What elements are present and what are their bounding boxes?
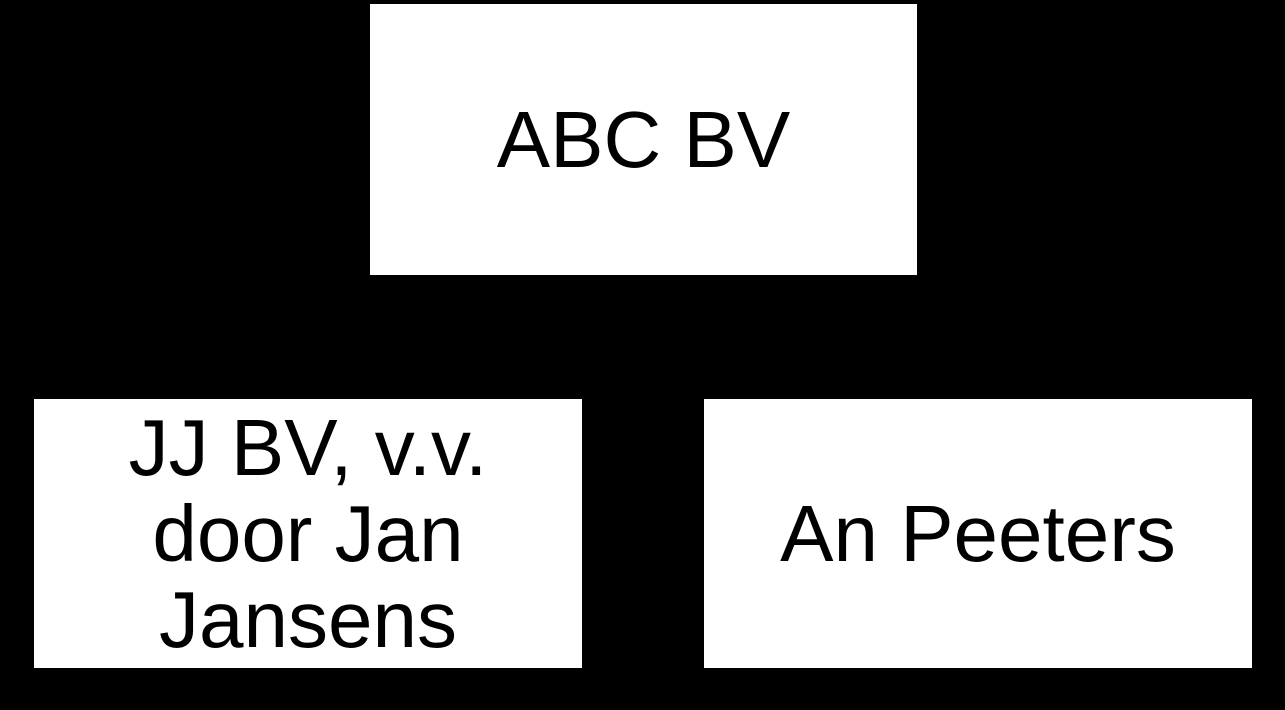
node-jj-bv-label: JJ BV, v.v. door Jan Jansens: [128, 402, 488, 664]
node-abc-bv: ABC BV: [370, 4, 917, 275]
node-an-peeters-label: An Peeters: [780, 488, 1176, 578]
node-an-peeters: An Peeters: [704, 399, 1252, 668]
node-abc-bv-line-1: ABC BV: [496, 94, 791, 184]
node-jj-bv-line-3: Jansens: [159, 574, 457, 664]
node-jj-bv: JJ BV, v.v. door Jan Jansens: [34, 399, 582, 668]
node-jj-bv-line-1: JJ BV, v.v.: [128, 402, 488, 492]
node-abc-bv-label: ABC BV: [496, 94, 791, 184]
node-jj-bv-line-2: door Jan: [152, 488, 464, 578]
node-an-peeters-line-1: An Peeters: [780, 488, 1176, 578]
